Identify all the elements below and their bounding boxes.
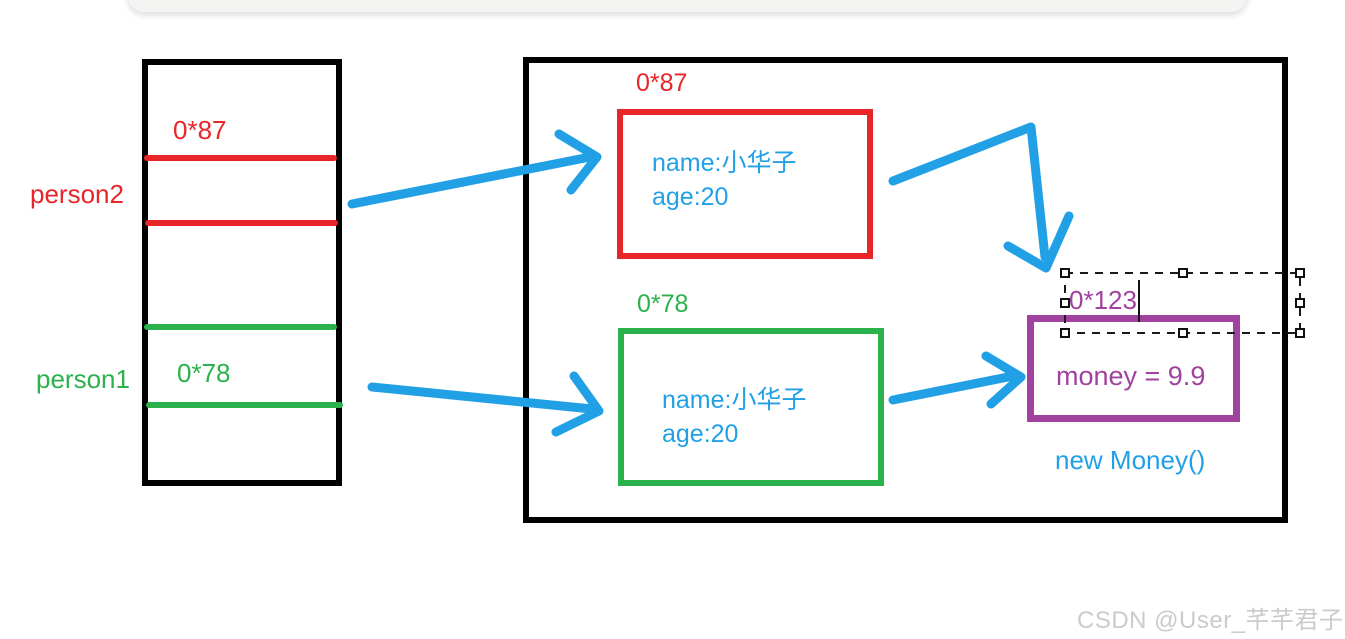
stack-divider-red-bottom [145, 220, 338, 226]
selection-handle-top-left[interactable] [1060, 268, 1070, 278]
object87-box [617, 109, 873, 259]
selection-handle-bottom-left[interactable] [1060, 328, 1070, 338]
selection-handle-top-right[interactable] [1295, 268, 1305, 278]
stack-divider-red-top [144, 155, 337, 161]
object87-address-label: 0*87 [636, 69, 688, 97]
object78-name-field: name:小华子 [662, 386, 807, 414]
selection-handle-bottom-right[interactable] [1295, 328, 1305, 338]
object78-box [618, 328, 884, 486]
stack-divider-green-top [144, 324, 337, 330]
money-value-field: money = 9.9 [1056, 361, 1206, 391]
person2-label: person2 [30, 179, 124, 209]
csdn-watermark: CSDN @User_芊芊君子 [1077, 607, 1344, 634]
selection-handle-top-mid[interactable] [1178, 268, 1188, 278]
money-address-text[interactable]: 0*123 [1069, 285, 1137, 315]
object78-address-label: 0*78 [637, 290, 689, 318]
selection-handle-bottom-mid[interactable] [1178, 328, 1188, 338]
text-caret [1138, 280, 1140, 322]
stack-address-87-label: 0*87 [173, 115, 227, 145]
selection-handle-mid-right[interactable] [1295, 298, 1305, 308]
stack-address-78-label: 0*78 [177, 358, 231, 388]
object87-age-field: age:20 [652, 183, 729, 211]
selection-handle-mid-left[interactable] [1060, 298, 1070, 308]
toolbar-edge [128, 0, 1247, 12]
new-money-caption: new Money() [1055, 445, 1206, 475]
person1-label: person1 [36, 364, 130, 394]
object78-age-field: age:20 [662, 420, 739, 448]
stack-divider-green-bottom [146, 402, 343, 408]
object87-name-field: name:小华子 [652, 149, 797, 177]
stack-frame [142, 59, 342, 486]
